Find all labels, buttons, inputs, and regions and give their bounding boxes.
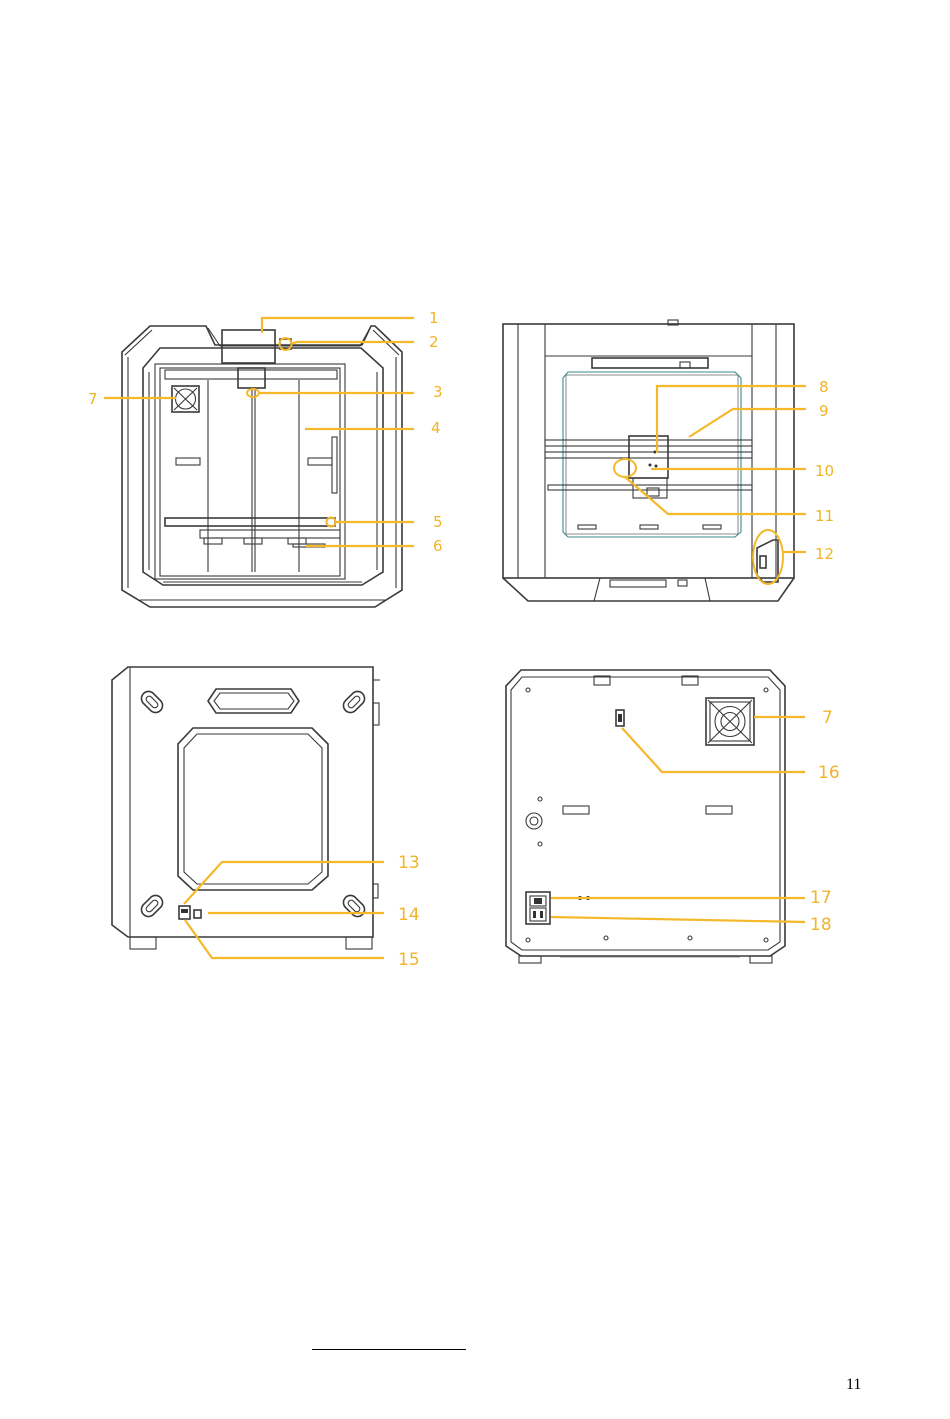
callout-2: 2 — [429, 333, 439, 351]
callout-5: 5 — [433, 513, 443, 531]
callout-12: 12 — [815, 545, 834, 563]
side-view: 8 9 10 11 12 — [503, 320, 834, 601]
callout-7-front: 7 — [88, 390, 98, 408]
footnote-rule — [312, 1349, 466, 1350]
callout-11: 11 — [815, 507, 834, 525]
callout-10: 10 — [815, 462, 834, 480]
callout-7-back: 7 — [822, 708, 833, 728]
front-view: 1 2 3 4 5 6 7 — [88, 309, 443, 607]
callout-8: 8 — [819, 378, 829, 396]
callout-9: 9 — [819, 402, 829, 420]
other-side-view: 13 14 15 — [112, 667, 420, 970]
callout-17: 17 — [810, 888, 832, 908]
callout-15: 15 — [398, 950, 420, 970]
callout-3: 3 — [433, 383, 443, 401]
page-number: 11 — [846, 1376, 861, 1394]
callout-14: 14 — [398, 905, 420, 925]
back-view: 7 16 17 18 — [506, 670, 840, 963]
callout-16: 16 — [818, 763, 840, 783]
callout-4: 4 — [431, 419, 441, 437]
callout-18: 18 — [810, 915, 832, 935]
callout-1: 1 — [429, 309, 439, 327]
callout-13: 13 — [398, 853, 420, 873]
callout-6: 6 — [433, 537, 443, 555]
